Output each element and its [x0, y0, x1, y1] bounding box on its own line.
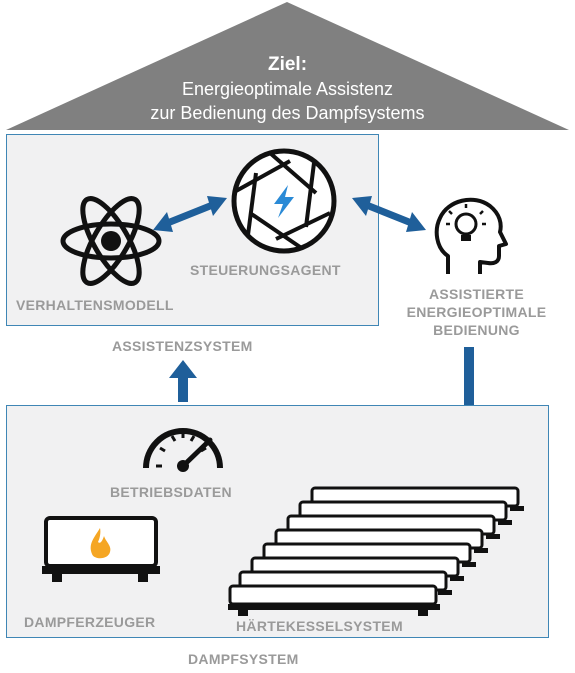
dampferzeuger-label: DAMPFERZEUGER	[24, 614, 156, 630]
speedometer-icon	[143, 428, 223, 472]
haertekesselsystem-label: HÄRTEKESSELSYSTEM	[236, 618, 403, 634]
roof-line-1: Energieoptimale Assistenz	[181, 79, 394, 99]
aperture-lightning-icon	[231, 148, 337, 254]
roof-title: Ziel:	[267, 54, 308, 75]
hardening-kettle-icon	[228, 486, 524, 616]
assistenzsystem-label: ASSISTENZSYSTEM	[112, 338, 253, 354]
roof-line-2: zur Bedienung des Dampfsystems	[150, 103, 425, 123]
verhaltensmodell-label: VERHALTENSMODELL	[16, 297, 174, 313]
assistierte-label-1: ASSISTIERTE	[428, 286, 525, 302]
double-arrow-left	[153, 196, 227, 232]
up-arrow	[169, 360, 197, 402]
steuerungsagent-label: STEUERUNGSAGENT	[190, 262, 341, 278]
dampfsystem-label: DAMPFSYSTEM	[188, 651, 299, 667]
atom-icon	[60, 196, 162, 286]
assistierte-label-3: BEDIENUNG	[433, 322, 520, 338]
double-arrow-right	[352, 196, 426, 232]
steam-generator-icon	[42, 516, 160, 582]
head-lightbulb-icon	[434, 197, 508, 274]
betriebsdaten-label: BETRIEBSDATEN	[110, 484, 232, 500]
assistierte-label-2: ENERGIEOPTIMALE	[406, 304, 547, 320]
roof	[6, 2, 569, 130]
